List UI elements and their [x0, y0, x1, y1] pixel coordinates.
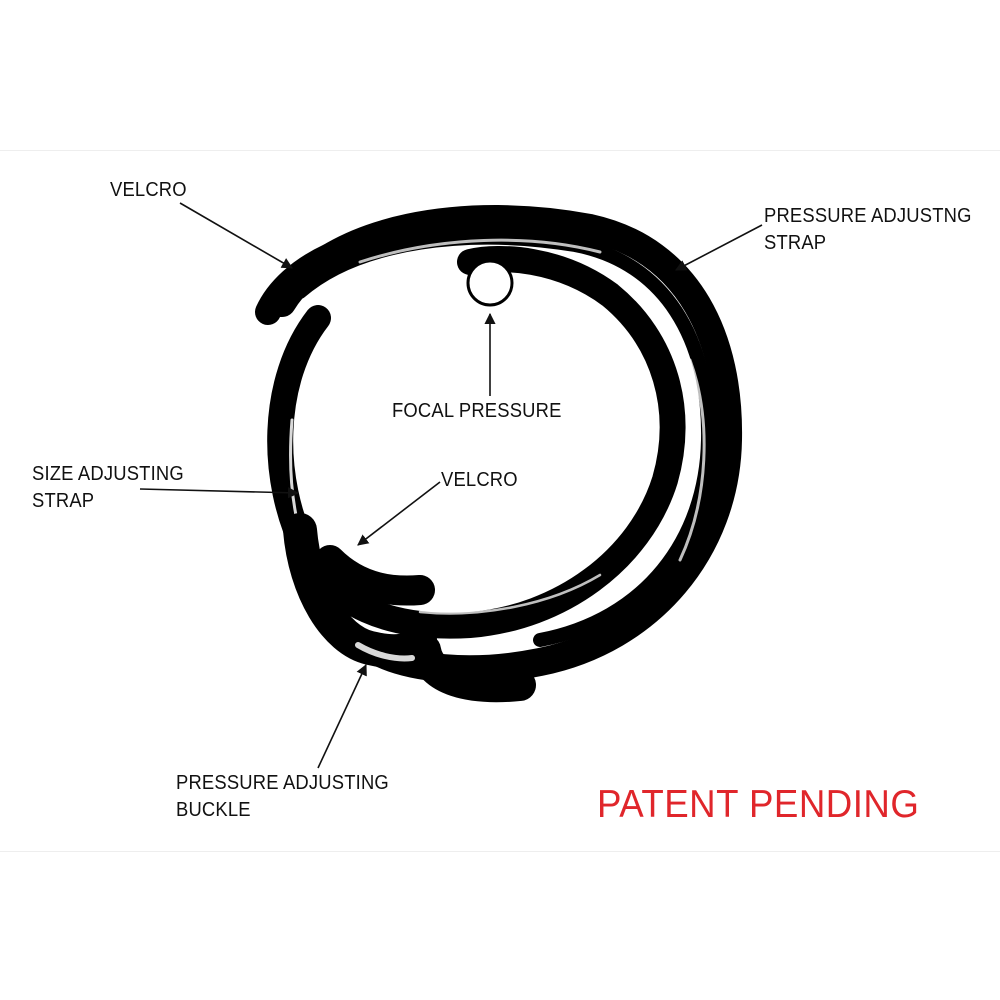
leader-size-strap	[139, 487, 300, 499]
velcro-tab-inner	[315, 545, 435, 606]
velcro-tab-top	[255, 243, 343, 325]
label-pressure-strap-line1: PRESSURE ADJUSTNG	[764, 205, 972, 227]
buckle-loop	[409, 634, 536, 703]
pressure-strap-overlap	[293, 230, 716, 647]
focal-pressure-point	[466, 259, 514, 307]
label-pressure-strap-line2: STRAP	[764, 232, 827, 254]
pressure-adjusting-strap	[268, 205, 743, 684]
patent-pending-notice: PATENT PENDING	[597, 783, 920, 826]
pressure-strap-highlight-right	[678, 358, 706, 562]
leader-buckle	[317, 663, 367, 769]
label-buckle-line2: BUCKLE	[176, 799, 251, 821]
label-pressure-strap: PRESSURE ADJUSTNG STRAP	[764, 203, 972, 257]
size-adjusting-strap	[267, 246, 686, 639]
label-velcro-inner: VELCRO	[441, 467, 518, 494]
label-velcro-top-text: VELCRO	[110, 179, 187, 201]
leader-velcro-top	[179, 202, 293, 269]
label-velcro-inner-text: VELCRO	[441, 469, 518, 491]
leader-velcro-inner	[357, 481, 441, 546]
label-size-strap-line1: SIZE ADJUSTING	[32, 463, 184, 485]
size-strap-inner-highlight	[418, 573, 602, 615]
label-size-strap: SIZE ADJUSTING STRAP	[32, 461, 184, 515]
pressure-strap-highlight	[358, 238, 602, 264]
label-buckle: PRESSURE ADJUSTING BUCKLE	[176, 770, 389, 824]
label-velcro-top: VELCRO	[110, 177, 187, 204]
label-focal-pressure-text: FOCAL PRESSURE	[392, 400, 562, 422]
leader-pressure-strap	[675, 224, 763, 271]
label-focal-pressure: FOCAL PRESSURE	[392, 398, 562, 425]
pressure-adjusting-buckle	[355, 642, 415, 662]
label-buckle-line1: PRESSURE ADJUSTING	[176, 772, 389, 794]
label-size-strap-line2: STRAP	[32, 490, 95, 512]
